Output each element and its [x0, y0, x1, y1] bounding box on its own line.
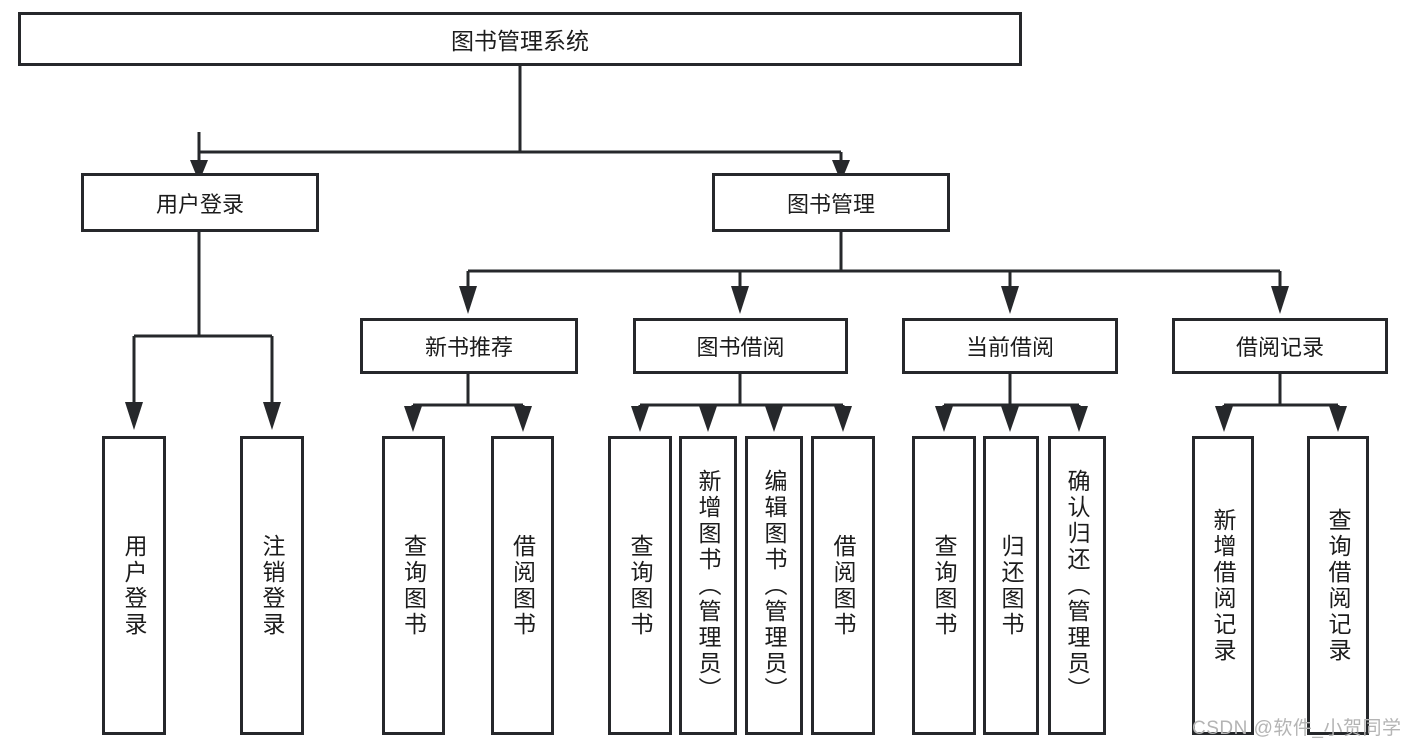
- leaf-query-book-borrow[interactable]: 查询图书: [608, 436, 672, 735]
- connector-root-to-level2: [190, 66, 850, 182]
- leaf-borrow-book-borrow[interactable]: 借阅图书: [811, 436, 875, 735]
- arrow-head-to-leaf-user-login: [125, 402, 143, 430]
- leaf-query-borrow-record-label: 查询借阅记录: [1325, 507, 1352, 664]
- node-book-borrow[interactable]: 图书借阅: [633, 318, 848, 374]
- leaf-add-book-admin[interactable]: 新增图书（管理员）: [679, 436, 737, 735]
- node-borrow-record[interactable]: 借阅记录: [1172, 318, 1388, 374]
- arrow-head-to-book-manage: [832, 160, 850, 182]
- arrow-head-to-leaf-confirm-return: [1070, 406, 1088, 432]
- leaf-add-borrow-record[interactable]: 新增借阅记录: [1192, 436, 1254, 735]
- node-current-borrow-label: 当前借阅: [965, 335, 1054, 360]
- arrow-head-to-leaf-edit-book: [765, 406, 783, 432]
- leaf-add-borrow-record-label: 新增借阅记录: [1210, 507, 1237, 664]
- arrow-head-to-current-borrow: [1001, 286, 1019, 314]
- arrow-head-to-leaf-query-book-3: [935, 406, 953, 432]
- leaf-edit-book-admin[interactable]: 编辑图书（管理员）: [745, 436, 803, 735]
- arrow-head-to-leaf-query-book-1: [404, 406, 422, 432]
- node-book-manage-label: 图书管理: [786, 191, 875, 217]
- node-new-book-recommend[interactable]: 新书推荐: [360, 318, 578, 374]
- arrow-head-to-new-book-recommend: [459, 286, 477, 314]
- connector-book-manage-to-level3: [459, 232, 1289, 314]
- leaf-borrow-book-recommend[interactable]: 借阅图书: [491, 436, 554, 735]
- arrow-head-to-leaf-return-book: [1001, 406, 1019, 432]
- leaf-confirm-return-admin[interactable]: 确认归还（管理员）: [1048, 436, 1106, 735]
- leaf-query-book-current-label: 查询图书: [931, 533, 958, 638]
- leaf-query-book-borrow-label: 查询图书: [627, 533, 654, 638]
- arrow-head-to-user-login: [190, 160, 208, 182]
- arrow-head-to-leaf-borrow-book-2: [834, 406, 852, 432]
- node-user-login-label: 用户登录: [155, 191, 244, 217]
- node-borrow-record-label: 借阅记录: [1235, 335, 1324, 360]
- leaf-query-book-recommend[interactable]: 查询图书: [382, 436, 445, 735]
- node-current-borrow[interactable]: 当前借阅: [902, 318, 1118, 374]
- arrow-head-to-book-borrow: [731, 286, 749, 314]
- node-new-book-recommend-label: 新书推荐: [424, 335, 513, 360]
- leaf-borrow-book-recommend-label: 借阅图书: [509, 533, 536, 638]
- node-book-borrow-label: 图书借阅: [696, 335, 785, 360]
- leaf-logout[interactable]: 注销登录: [240, 436, 304, 735]
- node-root-book-management-system[interactable]: 图书管理系统: [18, 12, 1022, 66]
- leaf-borrow-book-borrow-label: 借阅图书: [830, 533, 857, 638]
- arrow-head-to-leaf-query-record: [1329, 406, 1347, 432]
- leaf-add-book-admin-label: 新增图书（管理员）: [695, 468, 722, 703]
- connector-new-book-recommend-to-leaves: [404, 374, 532, 432]
- arrow-head-to-leaf-add-record: [1215, 406, 1233, 432]
- arrow-head-to-borrow-record: [1271, 286, 1289, 314]
- connector-book-borrow-to-leaves: [631, 374, 852, 432]
- leaf-query-book-current[interactable]: 查询图书: [912, 436, 976, 735]
- leaf-return-book-label: 归还图书: [998, 533, 1025, 638]
- leaf-query-borrow-record[interactable]: 查询借阅记录: [1307, 436, 1369, 735]
- arrow-head-to-leaf-add-book: [699, 406, 717, 432]
- leaf-return-book[interactable]: 归还图书: [983, 436, 1039, 735]
- leaf-confirm-return-admin-label: 确认归还（管理员）: [1064, 468, 1091, 703]
- arrow-head-to-leaf-borrow-book-1: [514, 406, 532, 432]
- node-root-label: 图书管理系统: [451, 28, 589, 54]
- leaf-query-book-recommend-label: 查询图书: [400, 533, 427, 638]
- leaf-logout-label: 注销登录: [259, 533, 286, 638]
- leaf-user-login[interactable]: 用户登录: [102, 436, 166, 735]
- arrow-head-to-leaf-logout: [263, 402, 281, 430]
- node-book-manage[interactable]: 图书管理: [712, 173, 950, 232]
- connector-current-borrow-to-leaves: [935, 374, 1088, 432]
- arrow-head-to-leaf-query-book-2: [631, 406, 649, 432]
- connector-borrow-record-to-leaves: [1215, 374, 1347, 432]
- leaf-edit-book-admin-label: 编辑图书（管理员）: [761, 468, 788, 703]
- node-user-login[interactable]: 用户登录: [81, 173, 319, 232]
- leaf-user-login-label: 用户登录: [121, 533, 148, 638]
- connector-user-login-to-leaves: [125, 232, 281, 430]
